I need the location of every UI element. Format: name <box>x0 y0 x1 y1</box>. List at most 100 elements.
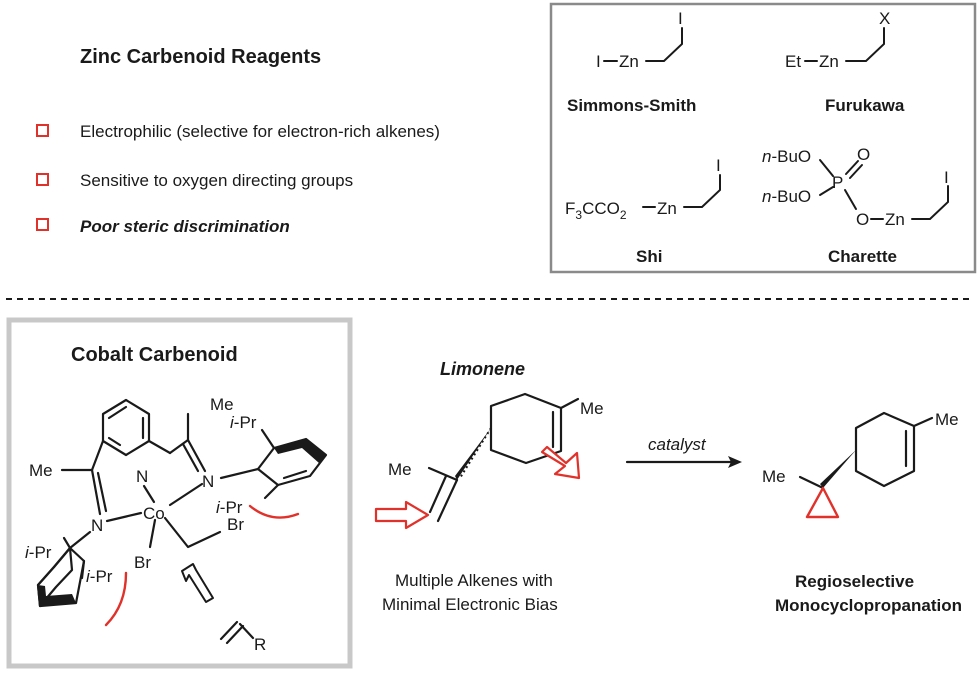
limonene-ring <box>489 392 563 465</box>
bond <box>219 620 239 641</box>
bond <box>148 518 157 549</box>
bond <box>168 482 204 507</box>
bond <box>428 474 448 514</box>
bond <box>80 559 86 580</box>
atom-n: N <box>136 467 148 486</box>
bond <box>90 439 105 472</box>
approach-arrow-icon <box>181 563 214 603</box>
furukawa-structure: Et Zn X Furukawa <box>785 9 905 115</box>
bond <box>260 428 276 450</box>
bullet-square-icon <box>36 218 49 231</box>
atom-r: R <box>254 635 266 654</box>
bond <box>263 483 280 500</box>
bullet-square-icon <box>36 173 49 186</box>
atom-p: P <box>832 173 843 192</box>
cobalt-title: Cobalt Carbenoid <box>71 344 238 366</box>
steric-arc-right <box>248 504 300 519</box>
bond <box>105 511 143 523</box>
atom-zn: Zn <box>657 199 677 218</box>
bond <box>645 27 683 62</box>
bond <box>147 439 172 455</box>
product-structure: Me Me <box>762 410 959 519</box>
bond <box>845 27 885 62</box>
atom-n: N <box>202 472 214 491</box>
charette-label: Charette <box>828 247 897 266</box>
atom-i: I <box>716 156 721 175</box>
charette-nbuo-1: n-BuO <box>762 147 811 166</box>
ipr-right: i-Pr <box>216 498 243 517</box>
aryl-ring-bold-edge <box>38 585 76 606</box>
caption-line-1: Multiple Alkenes with <box>395 571 553 590</box>
bond <box>282 469 308 480</box>
bond <box>819 159 834 177</box>
bond <box>911 185 949 220</box>
bullet-oxygen: Sensitive to oxygen directing groups <box>80 171 353 190</box>
limonene-structure: Me Me <box>374 392 604 530</box>
ipr-left: i-Pr <box>25 543 52 562</box>
atom-zn: Zn <box>885 210 905 229</box>
atom-i: I <box>678 9 683 28</box>
bond <box>107 436 122 447</box>
arrow-label: catalyst <box>648 435 707 454</box>
alkene-pointer-left-icon <box>374 500 430 530</box>
bond <box>142 484 156 504</box>
bond <box>219 467 260 480</box>
bond <box>683 174 721 208</box>
atom-me: Me <box>762 467 786 486</box>
bond <box>181 442 200 473</box>
shi-structure: F3CCO2 Zn I Shi <box>565 156 721 266</box>
zinc-title: Zinc Carbenoid Reagents <box>80 46 321 68</box>
atom-me: Me <box>580 399 604 418</box>
shi-ligand: F3CCO2 <box>565 199 627 222</box>
bond <box>168 438 190 455</box>
bond <box>107 405 128 420</box>
stereo-bond <box>459 427 492 479</box>
atom-me: Me <box>210 395 234 414</box>
aryl-ring-bold-edge <box>274 439 326 463</box>
bullet-square-icon <box>36 124 49 137</box>
atom-br: Br <box>227 515 244 534</box>
shi-label: Shi <box>636 247 662 266</box>
bond <box>798 475 825 490</box>
bond <box>849 164 863 179</box>
ipr-top: i-Pr <box>230 413 257 432</box>
hash-bond <box>455 428 491 480</box>
bond <box>238 622 255 640</box>
reagent-panel <box>549 2 977 274</box>
atom-i: I <box>596 52 601 71</box>
bond <box>62 536 72 550</box>
atom-br: Br <box>134 553 151 572</box>
product-ring <box>854 411 916 488</box>
product-line-1: Regioselective <box>795 572 914 591</box>
furukawa-label: Furukawa <box>825 96 905 115</box>
cyclopropane-ring <box>805 486 840 519</box>
atom-o: O <box>857 145 870 164</box>
cobalt-panel <box>6 317 353 669</box>
steric-arc-left <box>104 571 128 627</box>
atom-zn: Zn <box>619 52 639 71</box>
limonene-title: Limonene <box>440 359 525 379</box>
bullet-steric: Poor steric discrimination <box>80 217 290 236</box>
bond <box>436 478 459 523</box>
atom-et: Et <box>785 52 801 71</box>
bond <box>163 516 222 549</box>
arrowhead-icon <box>728 456 742 468</box>
atom-o: O <box>856 210 869 229</box>
atom-zn: Zn <box>819 52 839 71</box>
bond <box>186 438 207 473</box>
bond <box>90 468 102 516</box>
atom-me: Me <box>29 461 53 480</box>
atom-n: N <box>91 516 103 535</box>
atom-x: X <box>879 9 890 28</box>
zinc-summary: Zinc Carbenoid Reagents Electrophilic (s… <box>36 46 440 236</box>
charette-structure: n-BuO n-BuO P O O Zn I Charette <box>762 145 949 266</box>
bond <box>912 416 934 428</box>
bond <box>819 186 834 196</box>
atom-me: Me <box>388 460 412 479</box>
atom-co: Co <box>143 504 165 523</box>
bond <box>68 530 92 550</box>
simmons-smith-structure: I Zn I Simmons-Smith <box>567 9 696 115</box>
charette-nbuo-2: n-BuO <box>762 187 811 206</box>
product-line-2: Monocyclopropanation <box>775 596 962 615</box>
